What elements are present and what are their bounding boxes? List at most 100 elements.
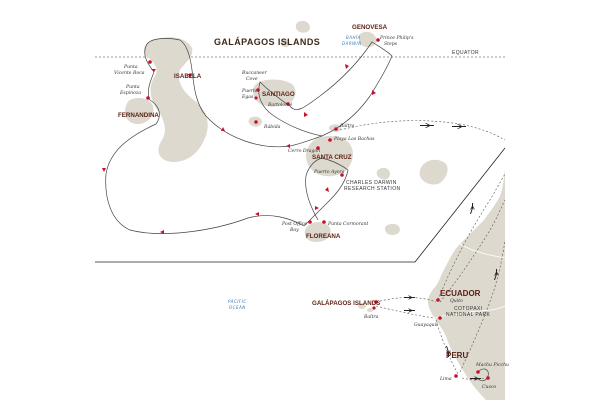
cusco-label: Cusco — [482, 384, 496, 390]
north-islet — [295, 20, 310, 33]
bartolome-label: Bartolomé — [267, 101, 293, 108]
route-arrow — [151, 69, 156, 72]
puerto-egas-label: Egas — [241, 94, 254, 100]
stop-marker — [328, 138, 332, 142]
flight-lima-north — [459, 239, 506, 373]
espinoza-label: Punta — [125, 84, 140, 90]
stop-marker — [256, 88, 260, 92]
small-islet-2 — [384, 223, 400, 235]
airplane-icon — [452, 124, 466, 129]
genovesa-island — [358, 31, 377, 48]
south-america-land — [428, 168, 505, 400]
airplane-icon — [470, 376, 481, 381]
vicente-roca-label: Punta — [123, 64, 138, 70]
stop-marker — [372, 306, 376, 310]
route-arrow — [221, 127, 225, 131]
santiago-island — [253, 79, 296, 107]
stop-marker — [340, 173, 344, 177]
darwin-station-label: CHARLES DARWIN — [346, 180, 397, 186]
stop-marker — [254, 120, 258, 124]
stop-marker — [334, 127, 338, 131]
genovesa-label: GENOVESA — [352, 24, 388, 31]
santiago-label: SANTIAGO — [262, 91, 295, 98]
cotopaxi-label: NATIONAL PARK — [446, 312, 491, 318]
post-office-label: Post Office — [281, 221, 307, 227]
route-arrow — [304, 112, 308, 117]
isabela-label: ISABELA — [174, 73, 202, 80]
quito-label: Quito — [450, 298, 463, 304]
stop-marker — [308, 220, 312, 224]
buccaneer-label: Buccaneer — [241, 70, 268, 76]
ecuador-peru-border — [433, 305, 506, 319]
route-arrow — [286, 144, 290, 148]
ocean-label: OCEAN — [229, 305, 246, 310]
playa-bachas-label: Playa Las Bachas — [333, 136, 375, 142]
ecuador-label: ECUADOR — [440, 289, 481, 298]
post-office-label: Bay — [289, 227, 299, 233]
cerro-dragon-label: Cerro Dragón — [288, 147, 320, 154]
inset-galapagos-label: GALÁPAGOS ISLANDS — [312, 300, 380, 307]
colombia-border — [459, 243, 506, 259]
rabida-label: Rábida — [263, 123, 281, 130]
airplane-icon — [420, 123, 434, 128]
puerto-egas-label: Puerto — [241, 88, 258, 94]
flight-path-main — [339, 120, 506, 141]
route-arrow — [160, 230, 164, 234]
lima-label: Lima — [439, 376, 452, 382]
inset-galapagos-2 — [367, 308, 373, 312]
airplane-icon — [404, 308, 415, 313]
stop-marker — [476, 370, 480, 374]
route-arrow — [345, 64, 349, 69]
stop-marker — [374, 300, 378, 304]
san-cristobal-island — [419, 159, 448, 185]
equator-label: EQUATOR — [452, 50, 479, 56]
airplane-icon — [404, 295, 415, 300]
stop-marker — [376, 38, 380, 42]
stop-marker — [438, 316, 442, 320]
cotopaxi-label: COTOPAXI — [454, 306, 483, 312]
flight-north-1 — [437, 173, 506, 301]
floreana-island — [304, 222, 331, 242]
route-arrow — [188, 74, 192, 78]
isabela-island — [143, 37, 208, 163]
small-islet-3 — [280, 39, 290, 48]
darwin-station-label: RESEARCH STATION — [344, 186, 401, 192]
buccaneer-label: Cove — [246, 76, 258, 82]
guayaquil-label: Guayaquil — [414, 322, 438, 328]
small-islet-1 — [376, 167, 390, 180]
santa-cruz-island — [306, 136, 353, 177]
stop-marker — [454, 374, 458, 378]
airplane-icon — [446, 346, 451, 357]
baltra-label: Baltra — [339, 123, 355, 129]
stop-marker — [436, 298, 440, 302]
flight-lima-cusco — [461, 377, 487, 380]
fernandina-island — [124, 98, 154, 125]
route-arrow — [315, 206, 319, 210]
route-arrow — [255, 212, 259, 216]
prince-philip-label: Steps — [384, 41, 398, 47]
espinoza-label: Espinoza — [119, 90, 141, 96]
puerto-ayora-label: Puerto Ayora — [313, 169, 345, 175]
route-arrow — [372, 90, 376, 95]
cusco-route — [477, 368, 489, 382]
flight-baltra-guayaquil — [375, 305, 435, 319]
fernandina-label: FERNANDINA — [118, 112, 159, 119]
flight-guayaquil-lima — [435, 319, 459, 375]
vicente-roca-label: Vicente Roca — [114, 70, 145, 76]
stop-marker — [254, 96, 258, 100]
cruise-route — [105, 38, 393, 234]
map-title: GALÁPAGOS ISLANDS — [214, 37, 320, 47]
peru-label: PERU — [446, 351, 468, 360]
airplane-icon — [470, 203, 475, 214]
stop-marker — [322, 220, 326, 224]
airplane-icon — [494, 269, 499, 280]
floreana-label: FLOREANA — [306, 233, 341, 240]
stop-marker — [146, 96, 150, 100]
inset-galapagos-1 — [358, 303, 366, 309]
bay-label: DARWIN — [342, 41, 362, 46]
inset-baltra-label: Baltra — [363, 314, 379, 320]
route-arrow — [102, 168, 106, 172]
machu-picchu-label: Machu Picchu — [475, 362, 509, 368]
